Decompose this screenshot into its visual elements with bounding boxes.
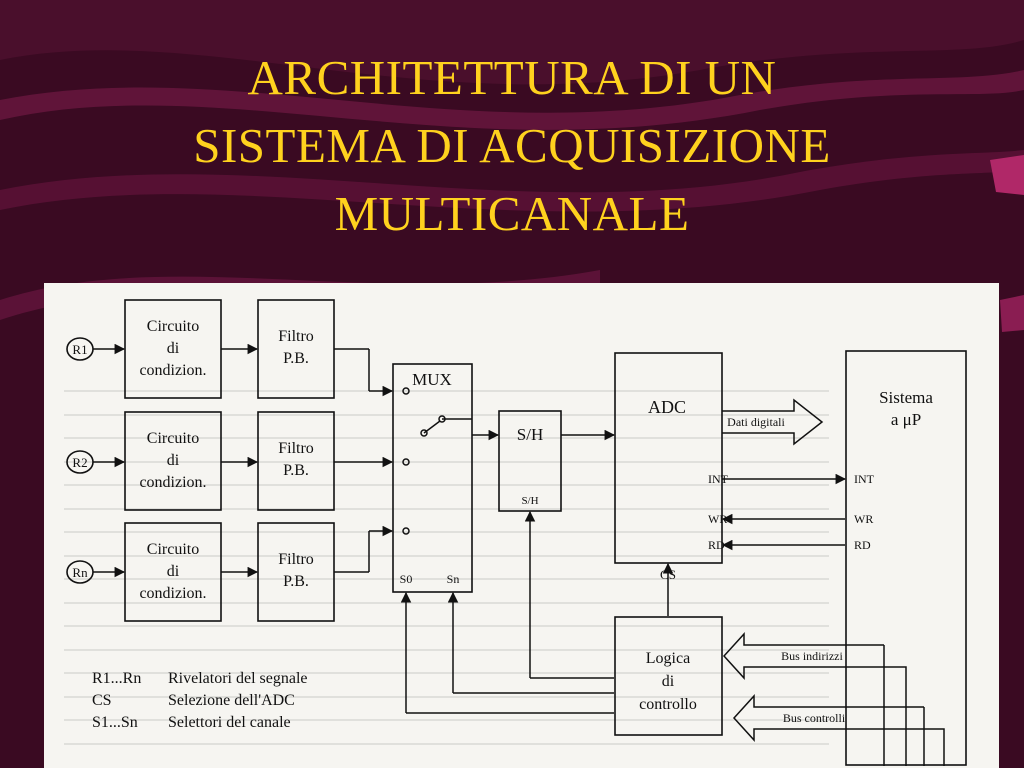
control-logic-box [614, 616, 723, 736]
conditioner-3-line-3: condizion. [139, 585, 206, 602]
slide-title: ARCHITETTURA DI UN SISTEMA DI ACQUISIZIO… [0, 44, 1024, 248]
sh-label: S/H [517, 425, 543, 444]
legend-value-3: Selettori del canale [168, 714, 291, 731]
legend-key-1: R1...Rn [92, 670, 141, 687]
mux-label: MUX [412, 370, 452, 389]
control-bus-label: Bus controlli [783, 711, 846, 725]
filter-3-line-1: Filtro [278, 551, 314, 568]
mux-box [392, 363, 473, 593]
system-pin-wr: WR [854, 512, 873, 526]
conditioner-3-line-2: di [167, 563, 180, 580]
title-line-2: SISTEMA DI ACQUISIZIONE [193, 118, 831, 173]
adc-pin-rd: RD [708, 538, 725, 552]
address-bus-label: Bus indirizzi [781, 649, 843, 663]
system-line-2: a μP [891, 410, 921, 429]
filter-1-line-2: P.B. [283, 350, 309, 367]
filter-box-3 [257, 522, 335, 622]
conditioner-2-line-1: Circuito [147, 430, 199, 447]
sh-control-label: S/H [521, 495, 538, 507]
filter-box-2 [257, 411, 335, 511]
conditioner-1-line-2: di [167, 340, 180, 357]
data-bus-label: Dati digitali [727, 415, 785, 429]
filter-box-1 [257, 299, 335, 399]
title-line-3: MULTICANALE [334, 186, 690, 241]
selector-s0-label: S0 [400, 572, 413, 586]
adc-box [614, 352, 723, 564]
filter-1-line-1: Filtro [278, 328, 314, 345]
conditioner-3-line-1: Circuito [147, 541, 199, 558]
legend-key-3: S1...Sn [92, 714, 138, 731]
selector-sn-label: Sn [447, 572, 460, 586]
system-pin-rd: RD [854, 538, 871, 552]
sensor-label-r1: R1 [72, 342, 87, 357]
logic-line-3: controllo [639, 696, 697, 713]
block-diagram-svg: R1 R2 Rn Circuito di condizion. Circuito… [66, 299, 967, 766]
adc-label: ADC [648, 397, 686, 417]
filter-2-line-2: P.B. [283, 462, 309, 479]
title-line-1: ARCHITETTURA DI UN [247, 50, 777, 105]
conditioner-1-line-3: condizion. [139, 362, 206, 379]
system-pin-int: INT [854, 472, 875, 486]
adc-pin-wr: WR [708, 512, 727, 526]
legend-value-1: Rivelatori del segnale [168, 670, 308, 687]
conditioner-1-line-1: Circuito [147, 318, 199, 335]
conditioner-2-line-2: di [167, 452, 180, 469]
system-line-1: Sistema [879, 388, 933, 407]
logic-line-2: di [662, 673, 675, 690]
adc-pin-int: INT [708, 472, 729, 486]
legend-value-2: Selezione dell'ADC [168, 692, 295, 709]
filter-3-line-2: P.B. [283, 573, 309, 590]
conditioner-2-line-3: condizion. [139, 474, 206, 491]
filter-2-line-1: Filtro [278, 440, 314, 457]
architecture-diagram: ————————————————————————————————————————… [44, 283, 999, 768]
logic-line-1: Logica [646, 650, 690, 667]
cs-label: CS [660, 567, 676, 582]
sensor-label-r2: R2 [72, 455, 87, 470]
legend-key-2: CS [92, 692, 112, 709]
sensor-label-rn: Rn [72, 565, 88, 580]
